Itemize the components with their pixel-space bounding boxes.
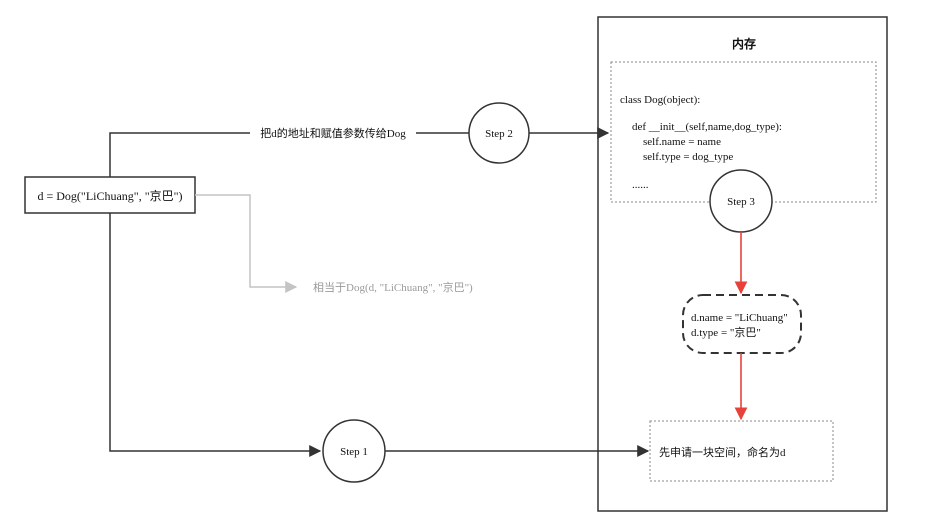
- call-box: [24, 176, 196, 214]
- allocation-box: [649, 420, 834, 482]
- step1-label: Step 1: [340, 446, 368, 458]
- class-line-2: def __init__(self,name,dog_type):: [632, 121, 782, 133]
- class-line-5: ......: [632, 179, 649, 191]
- attribute-line-1: d.name = "LiChuang": [691, 312, 788, 324]
- step3-label: Step 3: [727, 196, 755, 208]
- path-to-step1: [109, 213, 322, 457]
- equivalent-label: 相当于Dog(d, "LiChuang", "京巴"): [313, 280, 473, 294]
- class-line-4: self.type = dog_type: [643, 151, 733, 163]
- step2-label: Step 2: [485, 128, 513, 140]
- attribute-line-2: d.type = "京巴": [691, 325, 761, 339]
- attribute-box: [682, 294, 802, 354]
- class-line-1: class Dog(object):: [620, 94, 700, 106]
- memory-title: 内存: [732, 36, 756, 51]
- equivalent-path: [195, 194, 298, 293]
- class-line-3: self.name = name: [643, 136, 721, 148]
- allocation-text: 先申请一块空间，命名为d: [659, 445, 786, 459]
- memory-container: [597, 16, 888, 512]
- call-box-text: d = Dog("LiChuang", "京巴"): [37, 189, 182, 203]
- pass-address-label-bg: [250, 124, 416, 142]
- pass-address-label: 把d的地址和赋值参数传给Dog: [260, 126, 406, 140]
